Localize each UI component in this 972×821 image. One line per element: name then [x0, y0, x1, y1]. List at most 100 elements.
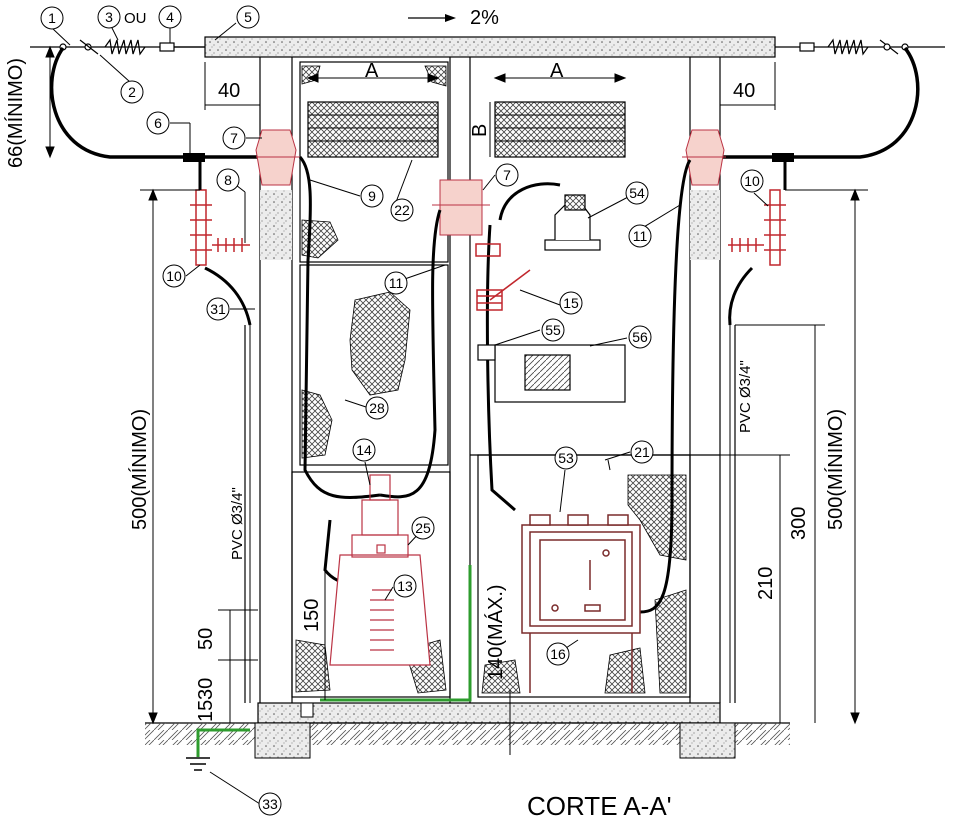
switchgear-panel — [521, 514, 641, 693]
callout-14: 14 — [352, 438, 376, 462]
svg-text:28: 28 — [369, 400, 385, 416]
callout-15: 15 — [559, 291, 583, 315]
callout-56: 56 — [628, 325, 652, 349]
svg-text:7: 7 — [230, 130, 238, 146]
callouts: 1 2 3 4 5 6 7 7 8 9 10 10 11 11 13 14 15… — [40, 5, 764, 816]
overhead-line-right — [775, 38, 945, 56]
callout-53: 53 — [554, 446, 578, 470]
callout-54: 54 — [625, 181, 649, 205]
svg-text:13: 13 — [397, 578, 413, 594]
callout-9: 9 — [360, 184, 384, 208]
svg-text:3: 3 — [105, 9, 113, 25]
dim-500-right: 500(MÍNIMO) — [824, 409, 847, 530]
svg-text:31: 31 — [210, 301, 226, 317]
callout-3: 3 — [97, 5, 121, 29]
dim-15: 15 — [195, 700, 217, 722]
callout-16: 16 — [546, 642, 570, 666]
dim-40-right: 40 — [733, 80, 755, 102]
dim-500-left: 500(MÍNIMO) — [128, 409, 151, 530]
callout-6: 6 — [146, 111, 170, 135]
svg-text:10: 10 — [744, 173, 760, 189]
or-label: OU — [124, 10, 147, 27]
surge-arrester-right — [728, 189, 786, 266]
dim-50: 50 — [195, 628, 217, 650]
callout-31: 31 — [206, 297, 230, 321]
svg-text:56: 56 — [632, 329, 648, 345]
overhead-line-left — [30, 38, 205, 56]
dim-40-left: 40 — [218, 80, 240, 102]
dimension-lines — [45, 45, 868, 755]
callout-7-center: 7 — [495, 163, 519, 187]
callout-5: 5 — [236, 5, 260, 29]
svg-text:15: 15 — [563, 295, 579, 311]
transformer — [329, 474, 431, 666]
callout-21: 21 — [630, 440, 654, 464]
dim-210: 210 — [755, 567, 777, 600]
dim-66: 66(MÍNIMO) — [4, 58, 27, 168]
svg-text:54: 54 — [629, 185, 645, 201]
callout-2: 2 — [120, 80, 144, 104]
section-title: CORTE A-A' — [527, 791, 672, 821]
callout-22: 22 — [390, 198, 414, 222]
footing-left — [254, 722, 311, 759]
callout-13: 13 — [393, 574, 417, 598]
measuring-box — [477, 344, 626, 403]
callout-10-left: 10 — [162, 264, 186, 288]
callout-11-center: 11 — [384, 271, 408, 295]
svg-text:7: 7 — [503, 167, 511, 183]
column-fill-left — [260, 190, 292, 260]
callout-4: 4 — [158, 5, 182, 29]
svg-text:21: 21 — [634, 444, 650, 460]
callout-1: 1 — [40, 6, 64, 30]
svg-text:22: 22 — [394, 202, 410, 218]
column-fill-right — [690, 190, 720, 260]
grounding-conductor — [196, 565, 472, 757]
dim-140: 140(MÁX.) — [484, 584, 507, 680]
footing-right — [679, 722, 736, 759]
callout-55: 55 — [541, 318, 565, 342]
slope-arrow — [408, 14, 456, 22]
pvc-conduits — [218, 325, 731, 703]
svg-text:25: 25 — [415, 520, 431, 536]
svg-text:11: 11 — [389, 275, 404, 291]
svg-text:55: 55 — [545, 322, 561, 338]
wall-bushing-left — [255, 129, 300, 186]
callout-7-left: 7 — [222, 126, 246, 150]
callout-33: 33 — [258, 792, 282, 816]
fuse-cutout — [475, 243, 531, 311]
pvc-label-left: PVC Ø3/4" — [229, 487, 246, 560]
dim-30: 30 — [195, 678, 217, 700]
wall-bushing-right — [682, 129, 726, 186]
drop-cable-left — [50, 46, 260, 159]
grille-right — [494, 101, 626, 158]
drop-cable-right — [720, 46, 920, 159]
dim-300: 300 — [788, 507, 810, 540]
callout-10-right: 10 — [740, 169, 764, 193]
roof-slab — [204, 36, 776, 58]
svg-text:2: 2 — [128, 84, 136, 100]
callout-25: 25 — [411, 516, 435, 540]
svg-text:11: 11 — [633, 228, 648, 244]
pvc-label-right: PVC Ø3/4" — [737, 360, 754, 433]
dim-150: 150 — [301, 599, 323, 632]
dim-a-right: A — [550, 60, 564, 82]
dim-b: B — [469, 124, 491, 137]
svg-text:53: 53 — [558, 450, 574, 466]
svg-text:4: 4 — [166, 9, 174, 25]
svg-text:8: 8 — [224, 172, 232, 188]
floor-slab — [257, 702, 721, 724]
wall-bushing-center — [432, 179, 490, 236]
ground-symbol — [186, 757, 210, 771]
surge-arrester-left — [190, 189, 250, 266]
grille-left — [307, 101, 439, 158]
svg-text:5: 5 — [244, 9, 252, 25]
svg-text:16: 16 — [550, 646, 566, 662]
svg-text:33: 33 — [262, 796, 278, 812]
callout-11-right: 11 — [628, 224, 652, 248]
svg-text:9: 9 — [368, 188, 376, 204]
svg-text:1: 1 — [48, 10, 56, 26]
disconnect-switch — [544, 194, 601, 251]
svg-text:6: 6 — [154, 115, 162, 131]
callout-8: 8 — [216, 168, 240, 192]
